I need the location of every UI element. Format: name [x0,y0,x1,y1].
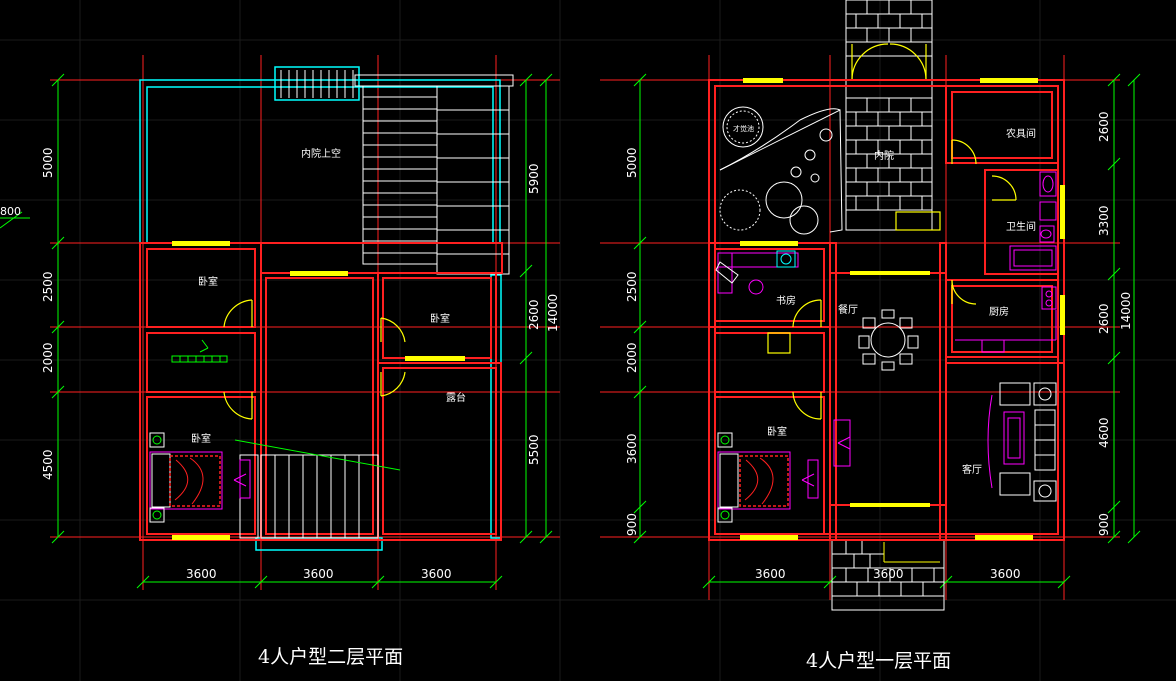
windows-2f [172,241,465,540]
dim-2f-left-1: 5000 [41,147,55,178]
dim-2f-right-2: 2600 [527,299,541,330]
room-label-terrace: 露台 [446,391,466,404]
room-label-dining: 餐厅 [838,303,858,316]
second-floor-title: 4人户型二层平面 [258,646,403,668]
doors-2f [223,299,406,420]
stair-2f [171,339,228,363]
dim-2f-bottom-1: 3600 [186,567,217,581]
dim-1f-total: 14000 [1119,292,1133,330]
bed-1f [717,419,851,523]
kitchen-fixtures [955,286,1057,353]
bathroom-fixtures [1009,171,1057,271]
dim-1f-right-1: 2600 [1097,111,1111,142]
living-room-furniture [987,382,1057,502]
dim-1f-left-2: 2500 [625,271,639,302]
axis-lines-2f [50,55,560,590]
dim-1f-bottom-2: 3600 [873,567,904,581]
dim-1f-right-2: 3300 [1097,205,1111,236]
dim-1f-left-1: 5000 [625,147,639,178]
room-label-bedroom-bottom: 卧室 [191,432,211,445]
bed-2f [149,432,251,523]
dim-2f-right-1: 5900 [527,163,541,194]
dim-1f-bottom-3: 3600 [990,567,1021,581]
first-floor-plan: 才觉池 内院 农具间 卫生间 书房 餐厅 厨房 卧室 客厅 5000 2500 … [600,0,1141,672]
dim-2f-bottom-2: 3600 [303,567,334,581]
dim-1f-left-3: 2000 [625,342,639,373]
room-label-bedroom-top: 卧室 [198,275,218,288]
dim-2f-total: 14000 [546,294,560,332]
room-label-farm-tools: 农具间 [1006,127,1036,140]
doors-1f [767,139,1017,420]
first-floor-title: 4人户型一层平面 [806,650,951,672]
room-label-study: 书房 [776,294,796,307]
dim-2f-left-2: 2500 [41,271,55,302]
study-furniture [715,250,799,295]
dim-2f-left-4: 4500 [41,449,55,480]
left-edge-fragment: 800 [0,205,30,229]
dim-1f-right-3: 2600 [1097,303,1111,334]
room-label-bedroom-right: 卧室 [430,312,450,325]
dim-1f-bottom-1: 3600 [755,567,786,581]
void-stair-hatch [280,70,514,275]
room-label-kitchen: 厨房 [989,305,1009,318]
room-label-garden-stone: 才觉池 [733,124,754,133]
dim-2f-right-3: 5500 [527,434,541,465]
brick-path-entrance [831,539,945,611]
axis-lines-1f [600,55,1120,600]
room-label-living: 客厅 [962,463,982,476]
dim-1f-left-4: 3600 [625,433,639,464]
dim-2f-left-3: 2000 [41,342,55,373]
dimension-lines-2f [51,73,553,589]
courtyard-void-outline [139,66,502,551]
main-stair-2f [234,439,401,539]
room-label-courtyard: 内院 [874,149,894,162]
dim-1f-right-4: 4600 [1097,417,1111,448]
dim-1f-right-5: 900 [1097,513,1111,536]
dim-1f-left-5: 900 [625,513,639,536]
room-label-bathroom: 卫生间 [1006,220,1036,233]
room-label-courtyard-void: 内院上空 [301,147,341,160]
garden-landscape [719,106,843,235]
brick-path-courtyard [845,0,933,231]
second-floor-plan: 内院上空 卧室 卧室 卧室 露台 5000 2500 2000 4500 590… [41,55,560,668]
courtyard-gate [851,43,941,231]
dim-2f-bottom-3: 3600 [421,567,452,581]
room-label-bedroom-1f: 卧室 [767,425,787,438]
dining-table [858,309,919,371]
left-edge-label: 800 [0,205,21,218]
windows-1f [740,78,1065,540]
